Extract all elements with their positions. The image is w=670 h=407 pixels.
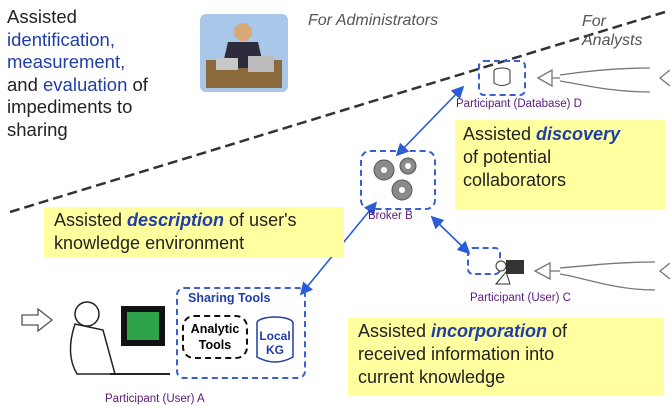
discovery-key: discovery [536,124,621,144]
callout-incorporation: Assisted incorporation of received infor… [348,318,664,396]
input-arrow-a [21,307,54,333]
admin-line-3: measurement, [7,51,126,72]
description-line2: knowledge environment [54,233,245,253]
description-post: of user's [224,210,297,230]
admin-line-2: identification, [7,28,115,50]
analytic-tools-box: Analytic Tools [182,315,248,359]
role-analysts-line2: Analysts [582,32,643,49]
analyst-funnel-top [536,67,670,93]
local-kg-line1: Local [259,329,291,343]
arrow-broker-database [395,85,465,157]
role-analysts-line1: For [582,13,606,30]
analytic-tools-line1: Analytic [190,322,240,336]
role-analysts: For Analysts [582,12,642,50]
local-kg-line2: KG [266,343,284,357]
sharing-tools-title: Sharing Tools [188,291,271,305]
local-kg-icon: Local KG [254,315,296,367]
admin-line-4c: of [132,73,148,95]
database-node [478,60,526,96]
user-c-icon [494,258,528,291]
analytic-tools-line2: Tools [198,338,232,352]
incorporation-pre: Assisted [358,321,432,341]
broker-label: Broker B [368,210,413,222]
admin-line-1: Assisted [7,6,77,27]
callout-discovery: Assisted discovery of potential collabor… [455,120,665,210]
database-label: Participant (Database) D [456,98,582,110]
user-a-icon [55,294,175,399]
user-a-label: Participant (User) A [105,393,205,405]
incorporation-post: of [547,321,568,341]
analyst-funnel-bottom [533,261,670,291]
description-key: description [127,210,225,230]
sharing-tools-box: Sharing Tools Analytic Tools Local KG [176,287,306,379]
admin-line-5: impediments to [7,96,133,117]
admin-line-4a: and [7,73,38,95]
incorporation-line3: current knowledge [358,367,506,387]
discovery-line3: collaborators [463,170,567,190]
admin-line-4b: evaluation [43,73,128,95]
description-pre: Assisted [54,210,128,230]
admin-line-6: sharing [7,118,68,140]
user-c-label: Participant (User) C [470,292,571,304]
database-icon [493,67,511,86]
discovery-pre: Assisted [463,124,537,144]
arrow-broker-userc [430,215,471,255]
broker-node [360,150,436,210]
role-administrators: For Administrators [308,12,439,29]
divider-line [9,10,666,214]
incorporation-key: incorporation [431,321,548,341]
incorporation-line2: received information into [358,344,555,364]
discovery-line2: of potential [463,147,552,167]
admin-description: Assisted identification, measurement, an… [7,6,207,141]
callout-description: Assisted description of user's knowledge… [44,207,344,257]
gears-icon [373,157,417,201]
administrator-icon [198,12,290,94]
